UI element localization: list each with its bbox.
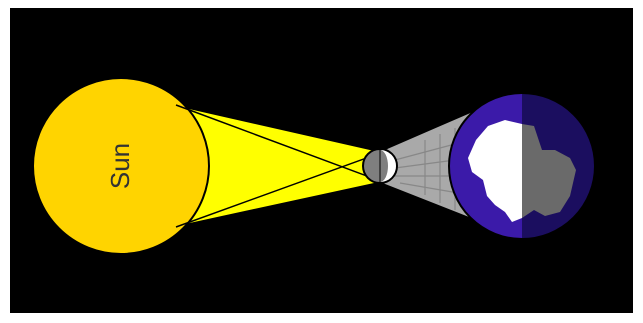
sun-label: Sun (105, 143, 135, 189)
moon-phase-icon (363, 149, 397, 183)
